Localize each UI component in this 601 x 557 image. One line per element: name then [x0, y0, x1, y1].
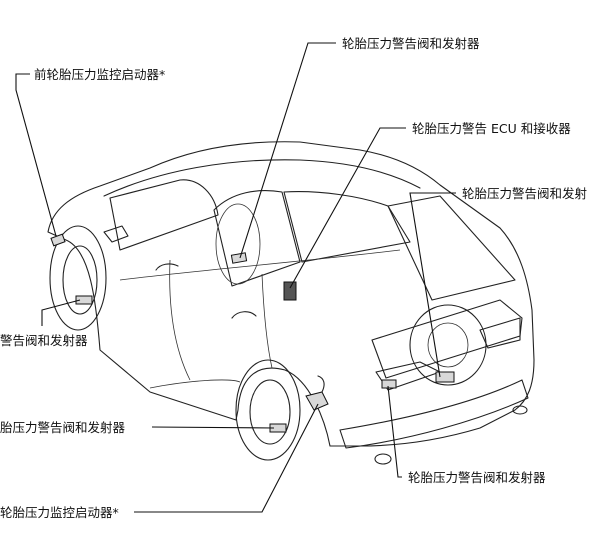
leader-transmitter-right [409, 192, 456, 378]
car-rear-window [387, 195, 516, 301]
car-door-line-rear [261, 273, 273, 369]
leader-ecu-receiver [289, 127, 406, 289]
callout-transmitter-left-mid: 警告阀和发射器 [0, 333, 88, 348]
car-door-line-front [169, 259, 191, 381]
ecu-receiver-part [283, 281, 297, 301]
transmitter-far-front-part [230, 252, 248, 264]
callout-transmitter-top: 轮胎压力警告阀和发射器 [342, 36, 480, 51]
car-exhaust-right [512, 405, 528, 415]
car-front-door-window [213, 190, 301, 287]
car-sill [149, 379, 241, 389]
car-front-door-handle [155, 263, 179, 271]
callout-labels: 轮胎压力警告阀和发射器 前轮胎压力监控启动器* 轮胎压力警告 ECU 和接收器 … [0, 36, 587, 520]
transmitter-spare-part [435, 371, 455, 383]
car-rear-door-window [283, 191, 411, 263]
car-rear-rim [249, 379, 291, 445]
callout-front-initiator: 前轮胎压力监控启动器* [34, 67, 165, 82]
car-spare-rim [427, 322, 469, 368]
leader-initiator-left-bottom [134, 403, 319, 513]
leader-transmitter-bottom-right [387, 385, 402, 478]
callout-transmitter-left-lower: 胎压力警告阀和发射器 [0, 420, 126, 435]
leader-front-initiator [15, 73, 57, 237]
car-rear-bumper [339, 379, 529, 449]
callout-initiator-left-bottom: 轮胎压力监控启动器* [0, 505, 119, 520]
car-rear-wheel [235, 359, 301, 461]
car-front-rim [62, 245, 98, 315]
car-front-wheel [49, 225, 107, 331]
car-windshield [109, 179, 219, 251]
rear-initiator-part [305, 391, 329, 411]
car-taillight-right [479, 317, 521, 349]
callout-transmitter-right: 轮胎压力警告阀和发射 [462, 186, 587, 201]
leader-transmitter-top [239, 42, 336, 259]
car-roof [103, 159, 421, 197]
car-illustration [47, 141, 535, 465]
front-initiator-part [50, 233, 66, 247]
leader-transmitter-left-mid [41, 299, 81, 326]
transmitter-rear-far-part [381, 379, 397, 389]
leader-lines [15, 42, 456, 513]
car-trunk-lid [371, 299, 523, 379]
car-spare-tire [409, 304, 487, 386]
leader-transmitter-left-lower [151, 426, 275, 429]
car-far-front-wheel [215, 203, 261, 285]
car-exhaust-left [374, 453, 392, 465]
car-side-crease [119, 249, 401, 281]
callout-ecu-receiver: 轮胎压力警告 ECU 和接收器 [412, 121, 571, 136]
car-body-outline [47, 141, 535, 447]
rear-initiator-harness [317, 375, 325, 393]
transmitter-front-near-part [75, 295, 93, 305]
components [50, 233, 455, 433]
car-side-mirror [103, 225, 129, 243]
car-rear-door-handle [231, 311, 257, 319]
callout-transmitter-bottom-right: 轮胎压力警告阀和发射器 [408, 470, 546, 485]
